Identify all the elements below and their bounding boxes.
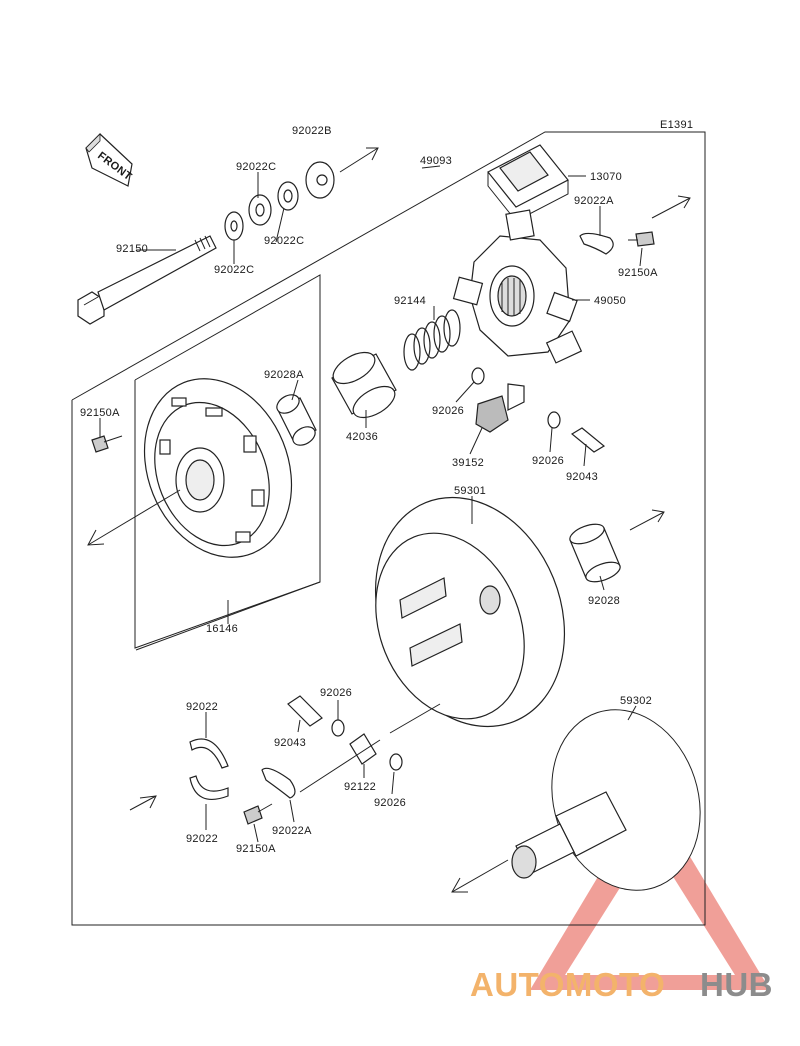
label-92026-d: 92026: [374, 797, 406, 809]
label-92122: 92122: [344, 781, 376, 793]
label-39152: 39152: [452, 457, 484, 469]
label-13070: 13070: [590, 171, 622, 183]
watermark-text: AUTOMOTO HUB: [470, 966, 773, 1003]
label-92022-low: 92022: [186, 833, 218, 845]
label-92026-b: 92026: [532, 455, 564, 467]
washer-stack: [224, 161, 335, 241]
bolt-92150: [77, 235, 217, 325]
label-16146: 16146: [206, 623, 238, 635]
label-92043-low: 92043: [274, 737, 306, 749]
label-92022-top: 92022: [186, 701, 218, 713]
label-92022A-top: 92022A: [574, 195, 614, 207]
ring-92026-b: [547, 411, 561, 429]
sleeve-42036: [331, 351, 397, 419]
part-labels: 92022B 92022C 92022C 92022C 49093 13070 …: [80, 125, 658, 855]
weight-39152: [475, 383, 525, 433]
label-59301: 59301: [454, 485, 486, 497]
label-59302: 59302: [620, 695, 652, 707]
bushing-92028A: [276, 394, 317, 446]
label-42036: 42036: [346, 431, 378, 443]
spider-49050: [452, 209, 583, 364]
label-92028A: 92028A: [264, 369, 304, 381]
halfring-92022-low: [189, 775, 229, 800]
bolt-92150A-left: [91, 435, 123, 453]
slider-13070: [487, 144, 569, 222]
label-92026-c: 92026: [320, 687, 352, 699]
watermark-part2: HUB: [700, 966, 773, 1003]
spring-92144: [403, 309, 461, 371]
bracket-92022A-low: [261, 767, 296, 799]
label-92022A-low: 92022A: [272, 825, 312, 837]
pin-92043-top: [570, 427, 606, 453]
watermark-part1: AUTOMOTO: [470, 966, 665, 1003]
label-92022C-low: 92022C: [214, 264, 254, 276]
label-92026-a: 92026: [432, 405, 464, 417]
pin-92043-low: [287, 695, 323, 727]
label-92022C-top: 92022C: [236, 161, 276, 173]
front-arrow-icon: FRONT: [85, 133, 134, 187]
label-92150A-low: 92150A: [236, 843, 276, 855]
bushing-92028: [569, 523, 621, 583]
sheave-59302: [511, 709, 701, 891]
label-92028: 92028: [588, 595, 620, 607]
label-92144: 92144: [394, 295, 426, 307]
halfring-92022-top: [189, 738, 229, 769]
ring-92026-c: [331, 719, 345, 737]
label-92043-top: 92043: [566, 471, 598, 483]
label-49093: 49093: [420, 155, 452, 167]
bracket-92022A-top: [579, 232, 614, 255]
label-49050: 49050: [594, 295, 626, 307]
diagram-code: E1391: [660, 119, 693, 131]
drum-59301: [374, 496, 566, 728]
bolt-92150A-low: [243, 803, 273, 825]
label-92022B: 92022B: [292, 125, 332, 137]
cover-plate-16146: [143, 378, 293, 558]
ring-92026-d: [389, 753, 403, 771]
ring-92026-a: [471, 367, 485, 385]
label-92150: 92150: [116, 243, 148, 255]
leader-lines: [99, 165, 643, 843]
label-92022C-mid: 92022C: [264, 235, 304, 247]
sleeve-92122: [349, 733, 377, 765]
bolt-92150A-right: [628, 231, 655, 247]
label-92150A-left: 92150A: [80, 407, 120, 419]
label-92150A-right: 92150A: [618, 267, 658, 279]
